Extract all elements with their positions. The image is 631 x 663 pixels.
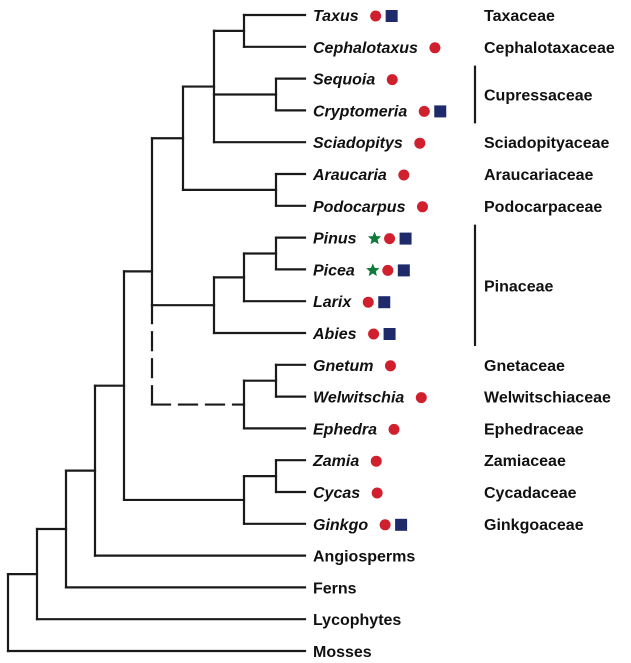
circle-marker <box>388 423 400 435</box>
circle-marker <box>429 42 441 54</box>
family-label: Gnetaceae <box>484 358 565 375</box>
family-label: Welwitschiaceae <box>484 390 611 407</box>
taxon-label: Araucaria <box>312 167 387 184</box>
star-marker <box>367 231 382 245</box>
circle-marker <box>370 455 382 467</box>
family-labels: TaxaceaeCephalotaxaceaeSciadopityaceaeAr… <box>473 8 615 534</box>
circle-marker <box>362 296 374 308</box>
circle-marker <box>384 233 396 245</box>
circle-marker <box>414 137 426 149</box>
taxon-label: Sequoia <box>313 72 375 89</box>
square-marker <box>434 105 447 118</box>
taxon-label: Cephalotaxus <box>313 40 418 57</box>
taxon-label: Ephedra <box>313 421 377 438</box>
family-label: Podocarpaceae <box>484 199 602 216</box>
circle-marker <box>370 10 382 22</box>
taxon-label: Abies <box>312 326 357 343</box>
family-label: Zamiaceae <box>484 453 566 470</box>
taxon-label: Ginkgo <box>313 517 368 534</box>
taxon-label: Zamia <box>312 453 359 470</box>
taxon-label: Podocarpus <box>313 199 406 216</box>
trait-markers <box>362 10 447 531</box>
circle-marker <box>418 105 430 117</box>
square-marker <box>383 328 396 340</box>
square-marker <box>397 264 410 277</box>
family-label: Ephedraceae <box>484 421 584 438</box>
circle-marker <box>398 169 410 181</box>
family-label: Pinaceae <box>484 278 553 295</box>
circle-marker <box>416 201 428 213</box>
square-marker <box>399 232 412 245</box>
family-label: Sciadopityaceae <box>484 135 610 152</box>
tree-branches <box>6 13 307 653</box>
taxon-label: Angiosperms <box>313 549 415 566</box>
taxon-label: Cryptomeria <box>313 103 407 120</box>
circle-marker <box>371 487 383 499</box>
family-label: Cycadaceae <box>484 485 577 502</box>
family-label: Cupressaceae <box>484 88 593 105</box>
family-label: Cephalotaxaceae <box>484 40 615 57</box>
taxon-labels: TaxusCephalotaxusSequoiaCryptomeriaSciad… <box>312 8 418 661</box>
square-marker <box>378 296 391 309</box>
taxon-label: Taxus <box>313 8 359 25</box>
circle-marker <box>368 328 380 340</box>
circle-marker <box>386 74 398 86</box>
family-label: Taxaceae <box>484 8 555 25</box>
square-marker <box>385 10 398 22</box>
taxon-label: Ferns <box>313 580 357 597</box>
taxon-label: Lycophytes <box>313 612 401 629</box>
taxon-label: Picea <box>313 262 355 279</box>
taxon-label: Larix <box>313 294 352 311</box>
circle-marker <box>379 519 391 531</box>
square-marker <box>395 518 408 531</box>
circle-marker <box>382 264 394 276</box>
taxon-label: Gnetum <box>313 358 373 375</box>
taxon-label: Cycas <box>313 485 360 502</box>
taxon-label: Welwitschia <box>313 390 404 407</box>
taxon-label: Sciadopitys <box>313 135 403 152</box>
family-label: Araucariaceae <box>484 167 594 184</box>
circle-marker <box>384 360 396 372</box>
taxon-label: Mosses <box>313 644 372 661</box>
family-label: Ginkgoaceae <box>484 517 584 534</box>
circle-marker <box>415 392 427 404</box>
taxon-label: Pinus <box>313 231 357 248</box>
star-marker <box>366 263 380 277</box>
